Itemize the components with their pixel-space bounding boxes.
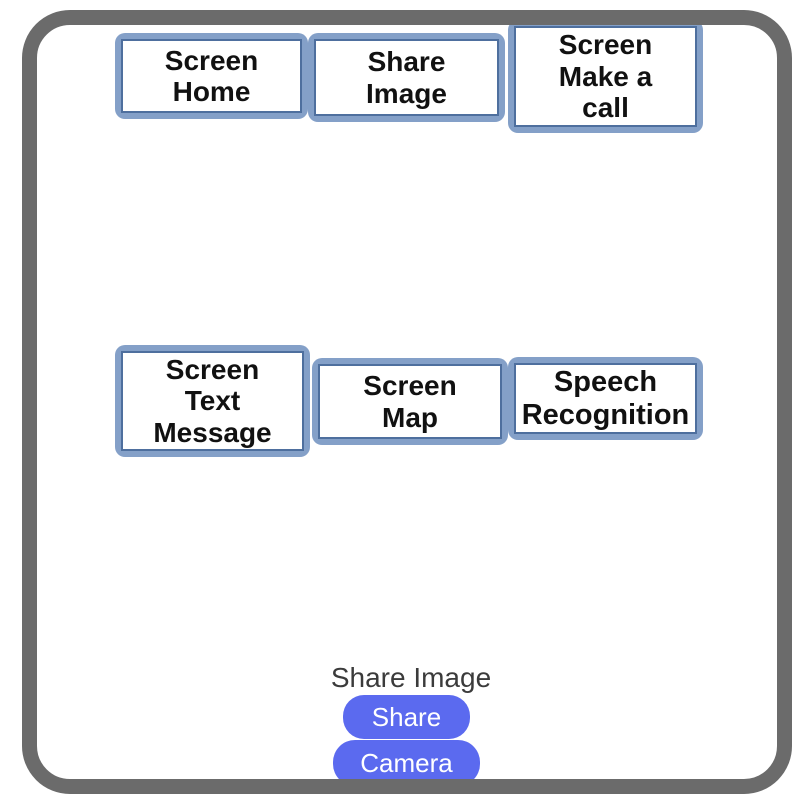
screen-text-message-label: Screen Text Message <box>121 351 304 451</box>
share-button[interactable]: Share <box>343 695 470 739</box>
share-image-caption: Share Image <box>330 662 492 693</box>
screen-text-message-button[interactable]: Screen Text Message <box>115 345 310 457</box>
speech-recognition-button[interactable]: Speech Recognition <box>508 357 703 440</box>
screen-make-a-call-label: Screen Make a call <box>514 26 697 127</box>
screen-map-label: Screen Map <box>318 364 502 439</box>
screen-make-a-call-button[interactable]: Screen Make a call <box>508 20 703 133</box>
camera-button[interactable]: Camera <box>333 740 480 786</box>
share-image-screen-button[interactable]: Share Image <box>308 33 505 122</box>
screen-home-label: Screen Home <box>121 39 302 113</box>
screen-home-button[interactable]: Screen Home <box>115 33 308 119</box>
speech-recognition-label: Speech Recognition <box>514 363 697 434</box>
screen-map-button[interactable]: Screen Map <box>312 358 508 445</box>
share-image-screen-label: Share Image <box>314 39 499 116</box>
